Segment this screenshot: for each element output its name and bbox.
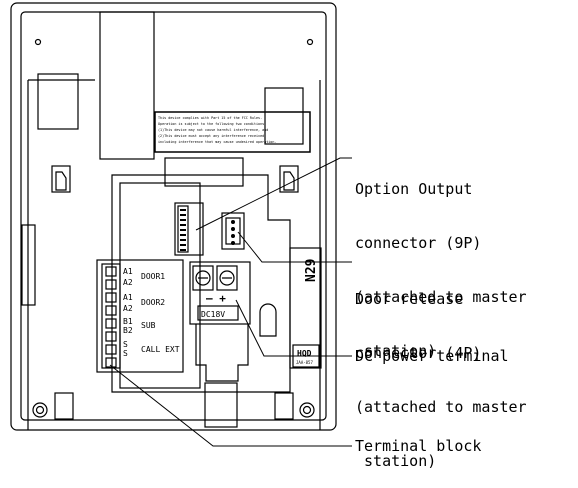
housing-inner xyxy=(20,11,327,421)
screw-top-left xyxy=(34,38,42,46)
fcc-line-5: including interference that may cause un… xyxy=(158,140,276,144)
hook-left xyxy=(55,171,67,191)
dc-polarity-label: — + xyxy=(206,292,226,305)
label-sub: SUB xyxy=(141,321,156,330)
right-upper-block xyxy=(264,87,304,145)
bottom-clip xyxy=(204,382,238,428)
callout-terminal-block: Terminal block xyxy=(355,437,482,455)
label-a2-top: A2 xyxy=(123,278,133,287)
terminal-screws xyxy=(105,266,117,368)
fcc-line-4: (2)This device must accept any interfere… xyxy=(158,134,266,138)
leader-door-release xyxy=(237,231,352,263)
fcc-notice-box xyxy=(154,111,311,153)
fcc-line-2: Operation is subject to the following tw… xyxy=(158,122,266,126)
label-a1-top: A1 xyxy=(123,267,133,276)
screw-bottom-right-outer xyxy=(299,402,315,418)
label-b1: B1 xyxy=(123,317,133,326)
callout-door-release-line-2: connector (4P) xyxy=(355,344,482,362)
top-center-cutout xyxy=(99,11,155,160)
center-slot xyxy=(164,157,244,187)
left-slot xyxy=(21,224,36,306)
model-label: N29 xyxy=(304,259,319,282)
label-b2: B2 xyxy=(123,326,133,335)
screw-bottom-left-outer xyxy=(32,402,48,418)
door-connector-pins xyxy=(231,220,235,245)
callout-option-output-line-3: (attached to master xyxy=(355,288,527,306)
callout-dc-power: DC power terminal xyxy=(355,347,509,365)
hook-right xyxy=(283,171,295,191)
callout-door-release-line-1: Door release xyxy=(355,290,464,308)
callout-door-release-line-3: (attached to master xyxy=(355,398,527,416)
main-board xyxy=(111,174,291,393)
lower-bracket xyxy=(195,324,249,382)
screw-bottom-right-inner xyxy=(302,405,312,415)
label-a1-mid: A1 xyxy=(123,293,133,302)
terminal-block xyxy=(96,259,184,373)
dc-voltage-label: DC18V xyxy=(201,310,225,319)
option-output-connector xyxy=(174,202,204,256)
label-a2-mid: A2 xyxy=(123,304,133,313)
right-round-slot xyxy=(259,303,277,337)
screw-top-right xyxy=(306,38,314,46)
label-call-ext: CALL EXT xyxy=(141,345,180,354)
left-speaker-block xyxy=(37,73,79,130)
callout-option-output-line-1: Option Output xyxy=(355,180,473,198)
callout-option-output-line-4: station) xyxy=(355,342,437,360)
label-s-1: S xyxy=(123,340,128,349)
dc-power-block xyxy=(189,261,251,325)
fcc-line-3: (1)This device may not cause harmful int… xyxy=(158,128,268,132)
hqd-sub-label: JAA-857 xyxy=(296,360,313,365)
right-label-plate xyxy=(289,247,322,369)
option-connector-pins xyxy=(180,209,186,251)
leader-terminal-block xyxy=(109,364,352,447)
leader-option-output xyxy=(195,157,352,231)
door-release-connector xyxy=(221,212,245,250)
leader-dc-power xyxy=(235,299,352,357)
screw-bottom-left-inner xyxy=(35,405,45,415)
housing-outer xyxy=(10,2,337,431)
label-door2: DOOR2 xyxy=(141,298,165,307)
callout-option-output-line-2: connector (9P) xyxy=(355,234,482,252)
hqd-label: HQD xyxy=(297,349,312,358)
callout-option-output: Option Output connector (9P) (attached t… xyxy=(355,144,527,378)
dc-terminal-screws xyxy=(195,270,235,286)
label-door1: DOOR1 xyxy=(141,272,165,281)
label-s-2: S xyxy=(123,349,128,358)
intercom-back-diagram: This device complies with Part 15 of the… xyxy=(10,2,352,447)
fcc-line-1: This device complies with Part 15 of the… xyxy=(158,116,262,120)
